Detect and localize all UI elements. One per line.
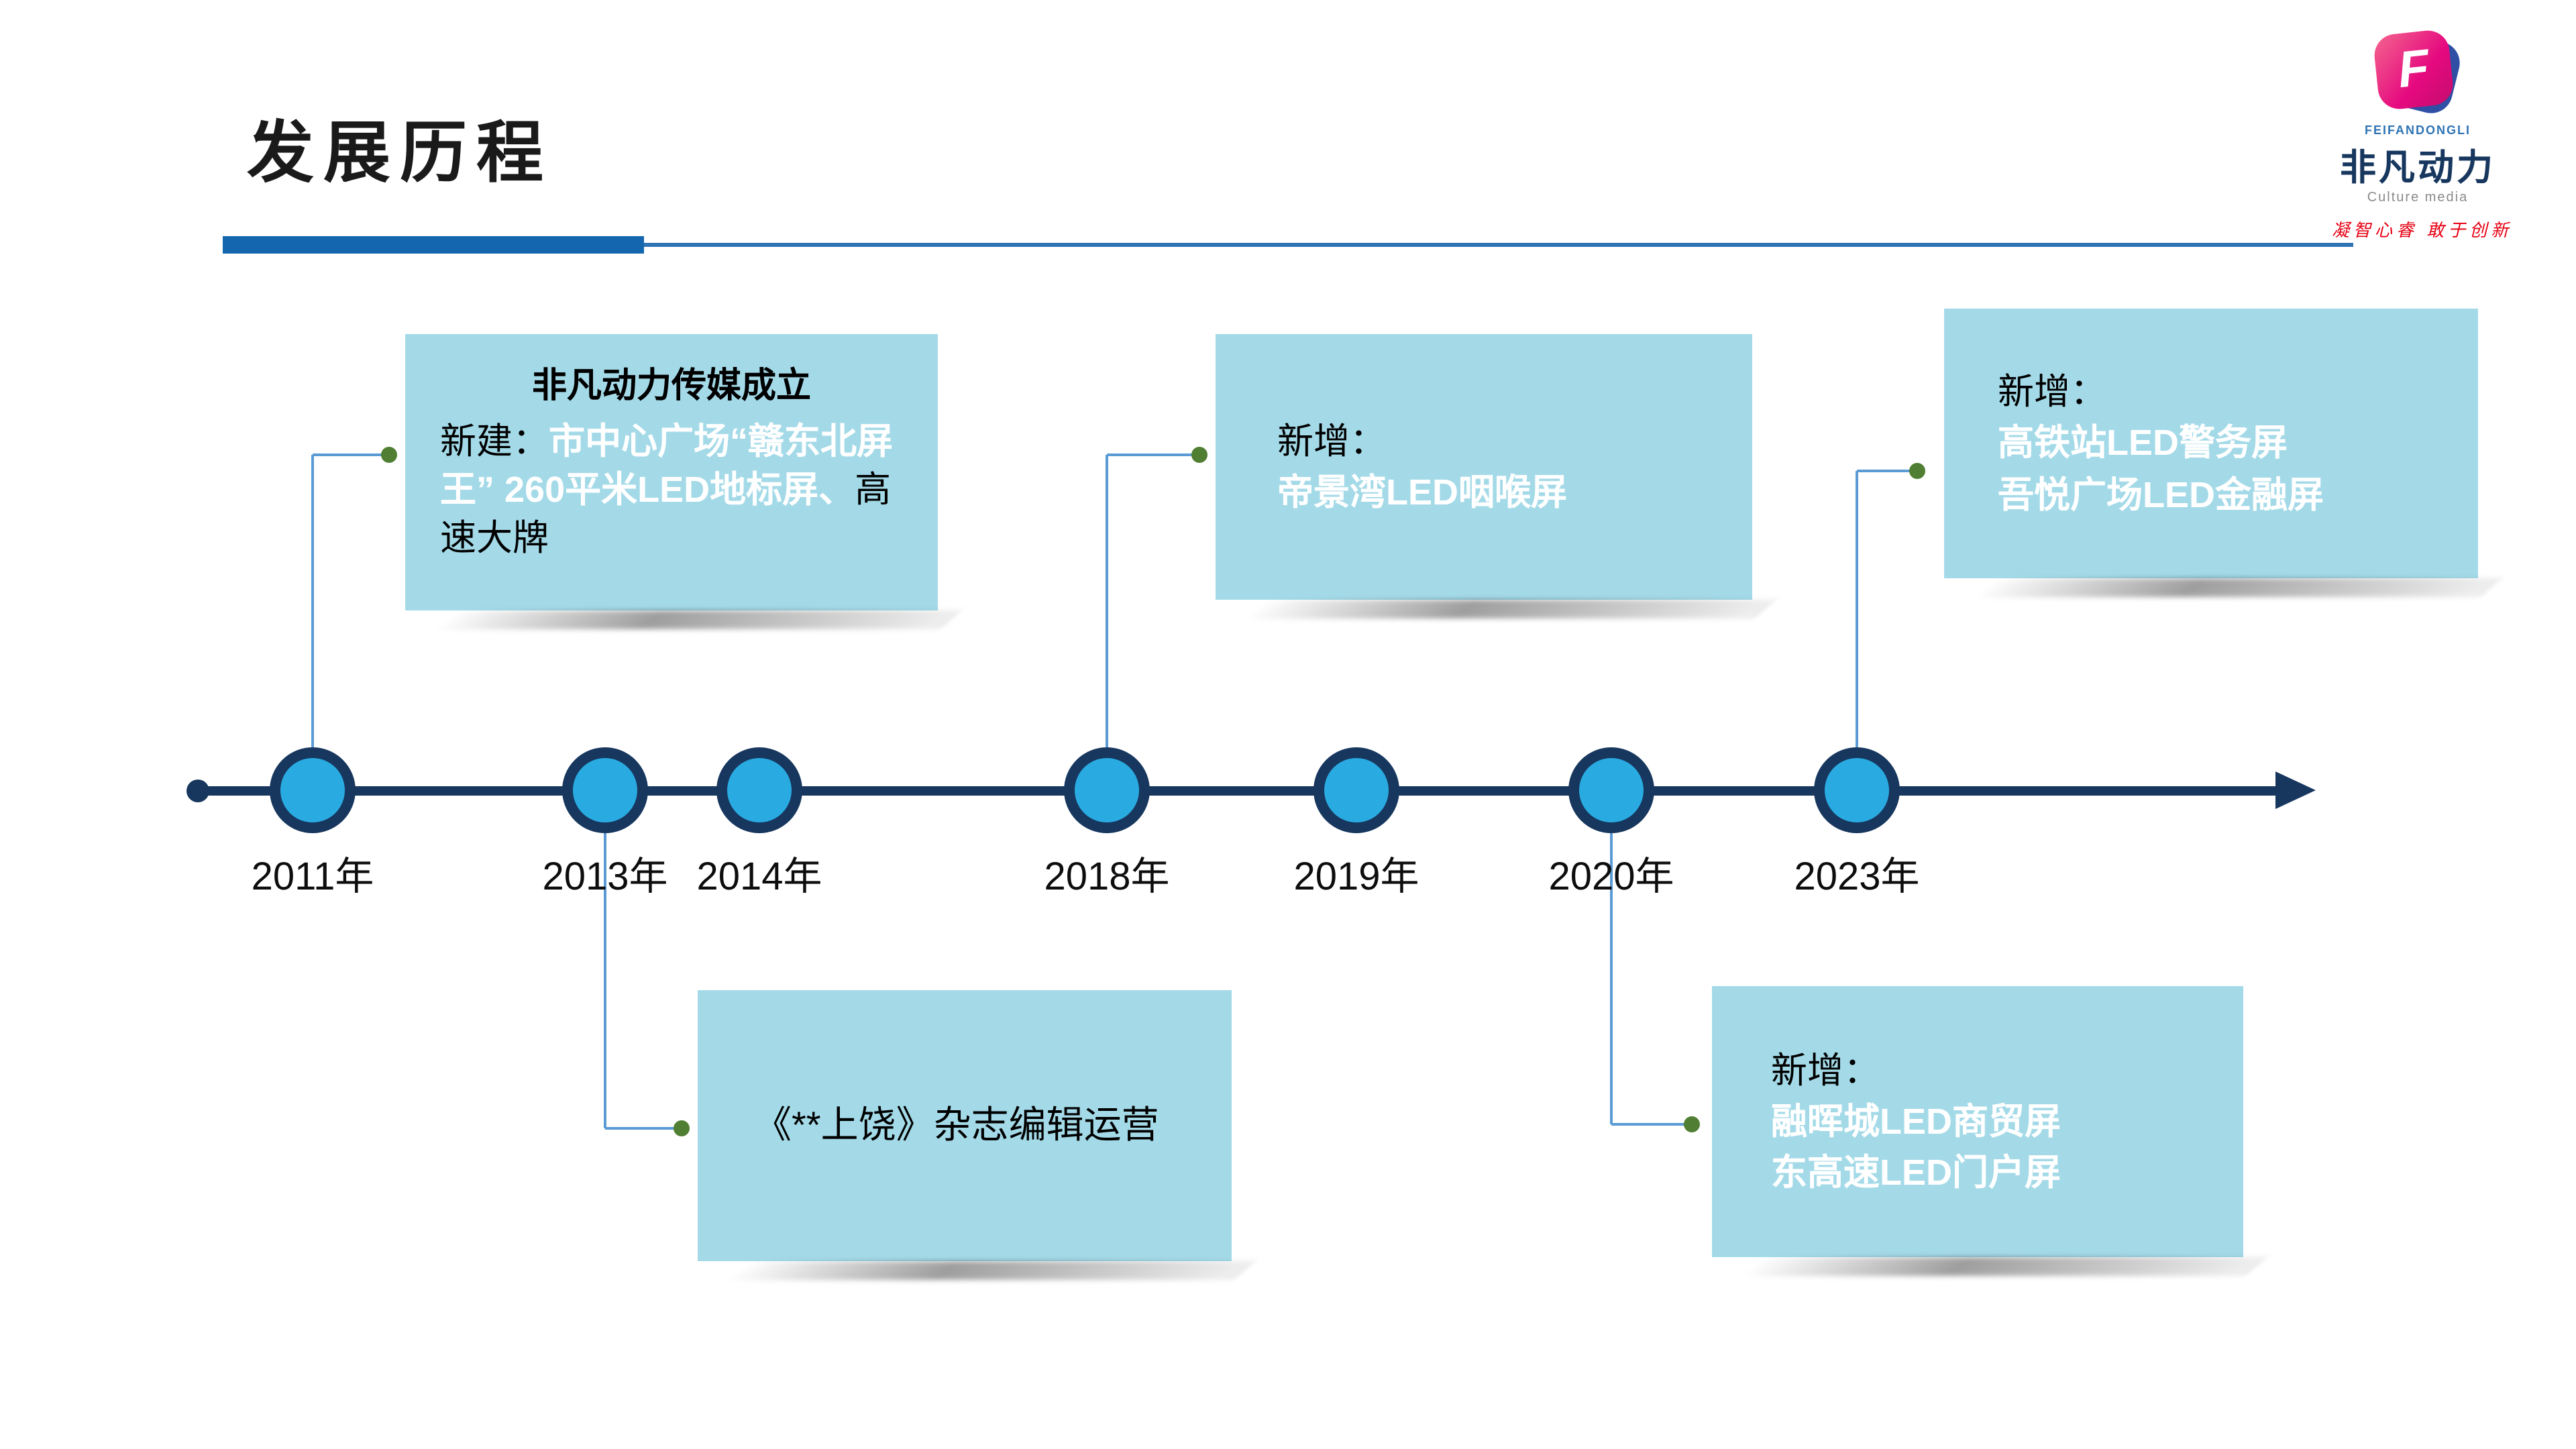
connector-dot-2020 (1684, 1116, 1700, 1132)
timeline-node-2023 (1814, 747, 1900, 833)
brand-romanized: FEIFANDONGLI (2365, 123, 2471, 137)
callout-2023-line-2: 吾悦广场LED金融屏 (1998, 474, 2324, 515)
year-label-2023: 2023年 (1794, 856, 1920, 899)
title-underline (223, 236, 2353, 255)
callout-2011: 非凡动力传媒成立 新建：市中心广场“赣东北屏王” 260平米LED地标屏、高速大… (405, 334, 938, 610)
year-label-2020: 2020年 (1548, 856, 1674, 899)
connector-vline-2011 (311, 455, 314, 747)
connector-hline-2023 (1857, 470, 1917, 472)
logo-front-square-icon: F (2372, 28, 2455, 111)
callout-2023: 新增： 高铁站LED警务屏 吾悦广场LED金融屏 (1944, 309, 2478, 578)
callout-2023-line-1: 高铁站LED警务屏 (1998, 423, 2288, 464)
year-label-2013: 2013年 (542, 856, 668, 899)
callout-2018: 新增： 帝景湾LED咽喉屏 (1216, 334, 1752, 600)
callout-2013: 《**上饶》杂志编辑运营 (698, 990, 1232, 1261)
callout-2011-body: 新建：市中心广场“赣东北屏王” 260平米LED地标屏、高速大牌 (440, 419, 903, 563)
title-underline-accent-bar (223, 236, 644, 254)
year-label-2018: 2018年 (1044, 856, 1170, 899)
callout-2020-line-1: 融晖城LED商贸屏 (1771, 1101, 2061, 1142)
connector-vline-2020 (1610, 833, 1613, 1124)
connector-hline-2020 (1611, 1123, 1692, 1126)
year-label-2011: 2011年 (251, 856, 374, 899)
brand-letter: F (2395, 40, 2432, 100)
callout-2020-line-2: 东高速LED门户屏 (1771, 1152, 2061, 1193)
brand-subtitle: Culture media (2367, 191, 2469, 205)
timeline-node-2014 (716, 747, 802, 833)
brand-name: 非凡动力 (2340, 148, 2496, 188)
callout-2013-text: 《**上饶》杂志编辑运营 (754, 1104, 1159, 1146)
timeline-axis (199, 786, 2281, 796)
connector-dot-2011 (381, 447, 397, 463)
callout-2018-line: 帝景湾LED咽喉屏 (1277, 472, 1567, 513)
callout-2018-prefix: 新增： (1277, 421, 1386, 462)
callout-2011-prefix: 新建： (440, 421, 549, 462)
connector-vline-2013 (604, 833, 606, 1128)
connector-vline-2018 (1106, 455, 1108, 747)
year-label-2014: 2014年 (696, 856, 822, 899)
timeline-start-dot (186, 780, 209, 802)
callout-2011-highlight: 市中心广场“赣东北屏王” 260平米LED地标屏、 (440, 421, 893, 510)
year-label-2019: 2019年 (1293, 856, 1419, 899)
callout-2020-prefix: 新增： (1771, 1050, 1880, 1090)
connector-dot-2018 (1191, 447, 1208, 463)
callout-2020: 新增： 融晖城LED商贸屏 东高速LED门户屏 (1712, 986, 2243, 1257)
callout-2011-title: 非凡动力传媒成立 (531, 365, 811, 405)
brand-logo-icon: F (2372, 28, 2465, 118)
timeline-node-2019 (1313, 747, 1399, 833)
connector-hline-2011 (313, 453, 389, 456)
timeline-arrow-icon (2275, 771, 2316, 809)
brand-tagline: 凝智心睿 敢于创新 (2332, 220, 2513, 240)
timeline-node-2011 (270, 747, 356, 833)
title-underline-line (644, 243, 2353, 247)
connector-dot-2013 (674, 1120, 690, 1136)
connector-hline-2018 (1107, 453, 1199, 456)
timeline-node-2013 (562, 747, 648, 833)
timeline-node-2020 (1568, 747, 1654, 833)
timeline-node-2018 (1064, 747, 1150, 833)
connector-vline-2023 (1856, 471, 1858, 747)
company-logo: F FEIFANDONGLI 非凡动力 Culture media 凝智心睿 敢… (2332, 28, 2513, 241)
connector-hline-2013 (605, 1127, 682, 1130)
connector-dot-2023 (1909, 463, 1925, 479)
callout-2011-suffix: 高速大牌 (440, 469, 892, 558)
page-title: 发展历程 (247, 115, 553, 191)
callout-2023-prefix: 新增： (1998, 372, 2106, 412)
